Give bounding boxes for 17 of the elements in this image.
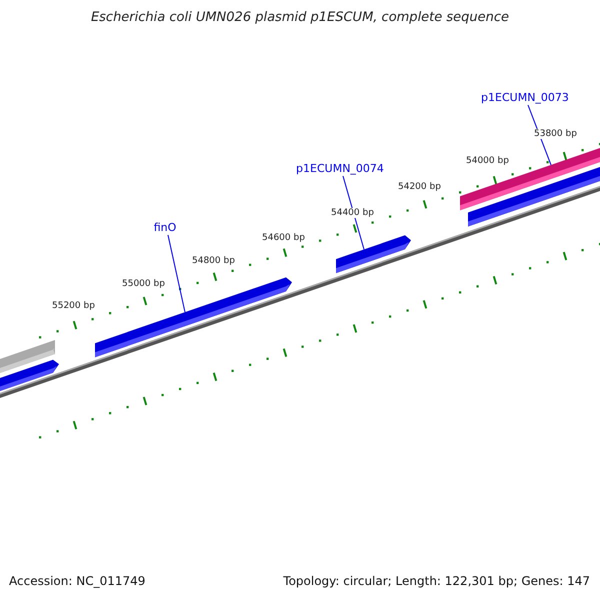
gene-label: p1ECUMN_0074 [296, 162, 384, 175]
tick-label: 54800 bp [192, 256, 235, 266]
title: Escherichia coli UMN026 plasmid p1ESCUM, complete sequence [90, 10, 510, 25]
sequence-info-note: Topology: circular; Length: 122,301 bp; Genes: 147 [283, 574, 590, 588]
gene-feature [0, 360, 59, 393]
gene-feature [95, 277, 292, 358]
gene-label: finO [154, 221, 176, 234]
accession-note: Accession: NC_011749 [9, 574, 146, 588]
tick-label: 54000 bp [466, 156, 509, 166]
tick-label: 54600 bp [262, 233, 305, 243]
gene-feature [468, 166, 600, 227]
tick-label: 54200 bp [398, 182, 441, 192]
tick-label: 55000 bp [122, 279, 165, 289]
leader-line [342, 176, 364, 250]
gene-label: p1ECUMN_0073 [481, 91, 569, 104]
leader-line [168, 234, 186, 313]
gene-feature [336, 235, 411, 274]
